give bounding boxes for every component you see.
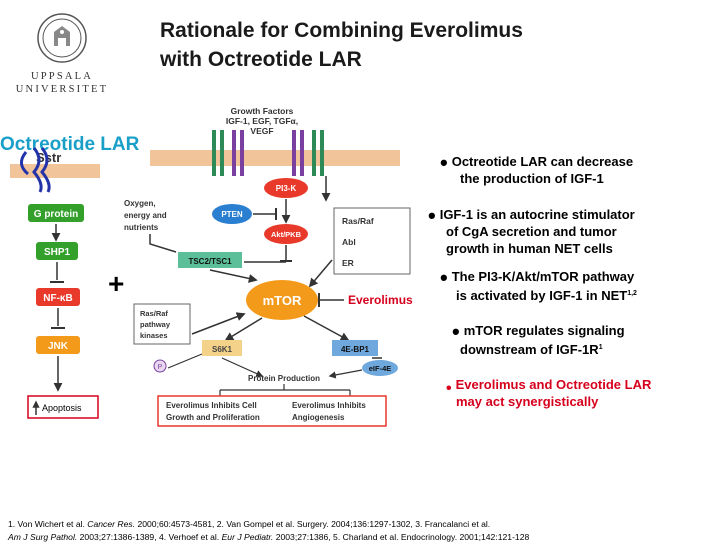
reference-1a: 1. Von Wichert et al. — [8, 519, 88, 529]
plus-sign: + — [108, 268, 125, 299]
receptor-icon — [20, 147, 51, 193]
bullet-1-line-2: the production of IGF-1 — [460, 171, 604, 186]
logo-line-1: UPPSALA — [30, 71, 94, 82]
growth-factors-3: VEGF — [250, 126, 273, 136]
bullet-3-line-2: is activated by IGF-1 in NET — [456, 288, 628, 304]
s6k1-box — [202, 340, 242, 356]
everolimus-label: Everolimus — [348, 293, 413, 307]
reference-2d: 2003;27:1386, 5. Charland et al. Endocri… — [273, 532, 530, 542]
reference-1b: Cancer Res. — [87, 519, 136, 529]
elf4e-label: eIF-4E — [369, 364, 392, 373]
oxygen-label-1: Oxygen, — [124, 199, 156, 208]
bullet-1: •Octreotide LAR can decrease the product… — [440, 150, 634, 187]
growth-factors-2: IGF-1, EGF, TGFα, — [226, 116, 298, 126]
page-title: Rationale for Combining Everolimus with … — [160, 16, 523, 74]
jnk-label: JNK — [48, 341, 69, 352]
phospho-icon — [153, 359, 167, 373]
bullet-5-line-1: Everolimus and Octreotide LAR — [455, 377, 652, 392]
tsc-label: TSC2/TSC1 — [188, 257, 232, 266]
bullet-2-line-3: growth in human NET cells — [446, 241, 613, 256]
sstr-label: Sstr — [36, 150, 61, 165]
phospho-label: P — [158, 364, 163, 371]
abl-label: Abl — [342, 237, 356, 247]
ras-raf-label: Ras/Raf — [342, 216, 374, 226]
inhibits-growth-2: Growth and Proliferation — [166, 413, 260, 422]
apoptosis-box — [27, 395, 99, 419]
reference-2a: Am J Surg Pathol. — [8, 532, 78, 542]
growth-factors-1: Growth Factors — [231, 106, 294, 116]
apoptosis-label: Apoptosis — [42, 403, 82, 413]
protein-production-label: Protein Production — [248, 374, 320, 383]
oxygen-label-3: nutrients — [124, 223, 159, 232]
bullet-3-line-1: The PI3-K/Akt/mTOR pathway — [451, 269, 635, 284]
pi3k-label: PI3-K — [276, 184, 297, 193]
mtor-node — [246, 280, 318, 320]
pten-label: PTEN — [221, 210, 243, 219]
logo-line-2: UNIVERSITET — [15, 84, 109, 95]
left-membrane — [10, 164, 100, 178]
tsc-box — [178, 252, 242, 268]
title-line-2: with Octreotide LAR — [160, 48, 362, 71]
bullet-5: •Everolimus and Octreotide LAR may act s… — [446, 377, 652, 409]
s6k1-label: S6K1 — [212, 345, 233, 354]
pathway-label-1: Ras/Raf — [140, 309, 168, 318]
elf4e-node — [362, 360, 398, 376]
bp1-box — [332, 340, 378, 356]
bullet-4: •mTOR regulates signaling downstream of … — [452, 319, 625, 358]
bullet-2-line-1: IGF-1 is an autocrine stimulator — [439, 207, 635, 222]
bullet-2: •IGF-1 is an autocrine stimulator of CgA… — [428, 203, 635, 257]
reference-line-1: 1. Von Wichert et al. Cancer Res. 2000;6… — [8, 518, 490, 530]
pi3k-node — [264, 178, 308, 198]
inhibits-angio-2: Angiogenesis — [292, 413, 345, 422]
bullet-4-sup: 1 — [598, 344, 603, 351]
mtor-label: mTOR — [263, 293, 302, 308]
er-label: ER — [342, 258, 354, 268]
pathway-label-3: kinases — [140, 331, 168, 340]
bullet-5-line-2: may act synergistically — [456, 394, 599, 409]
reference-line-2: Am J Surg Pathol. 2003;27:1386-1389, 4. … — [8, 531, 529, 543]
ras-abl-er-box — [333, 207, 411, 275]
university-name: UPPSALA UNIVERSITET — [12, 70, 112, 96]
g-protein-box — [28, 204, 84, 222]
nfkb-box — [36, 288, 80, 306]
jnk-box — [36, 336, 80, 354]
nfkb-label: NF-κB — [43, 293, 72, 304]
pathway-label-2: pathway — [140, 320, 171, 329]
g-protein-label: G protein — [34, 209, 78, 220]
inhibits-angio-1: Everolimus Inhibits — [292, 401, 366, 410]
shp1-box — [36, 242, 78, 260]
pten-node — [212, 204, 252, 224]
bullet-2-line-2: of CgA secretion and tumor — [446, 224, 617, 239]
bullet-4-line-1: mTOR regulates signaling — [463, 323, 625, 338]
university-seal-logo — [36, 12, 88, 69]
bullet-3-sup: 1,2 — [627, 290, 637, 297]
effects-box — [157, 395, 387, 427]
inhibits-growth-1: Everolimus Inhibits Cell — [166, 401, 257, 410]
bullet-4-line-2: downstream of IGF-1R — [460, 342, 599, 358]
ras-pathway-box — [133, 303, 191, 345]
reference-2c: Eur J Pediatr. — [221, 532, 274, 542]
pathway-diagram: Sstr G protein SHP1 NF-κB JNK Apoptosis … — [10, 106, 413, 427]
title-line-1: Rationale for Combining Everolimus — [160, 19, 523, 42]
bp1-label: 4E-BP1 — [341, 345, 370, 354]
bullet-1-line-1: Octreotide LAR can decrease — [451, 154, 634, 169]
reference-1c: 2000;60:4573-4581, 2. Van Gompel et al. … — [135, 519, 491, 529]
reference-2b: 2003;27:1386-1389, 4. Verhoef et al. — [77, 532, 222, 542]
oxygen-label-2: energy and — [124, 211, 167, 220]
bullet-3: •The PI3-K/Akt/mTOR pathway is activated… — [440, 265, 637, 304]
shp1-label: SHP1 — [44, 247, 71, 258]
akt-node — [264, 224, 308, 244]
right-membrane — [150, 150, 400, 166]
akt-label: Akt/PKB — [271, 230, 302, 239]
growth-factor-receptors-icon — [212, 130, 324, 176]
